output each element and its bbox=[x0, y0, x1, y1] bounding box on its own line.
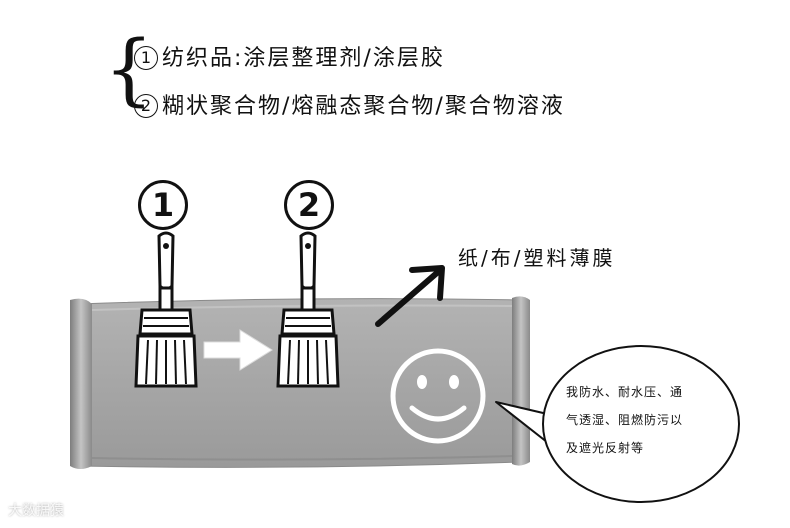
paint-brush-icon bbox=[276, 231, 340, 388]
bubble-line-3: 及遮光反射等 bbox=[566, 441, 645, 455]
legend-text-2: 糊状聚合物/熔融态聚合物/聚合物溶液 bbox=[162, 94, 565, 119]
substrate-label: 纸/布/塑料薄膜 bbox=[458, 246, 616, 270]
watermark: 大数据猿 bbox=[8, 503, 64, 519]
substrate-left-roll bbox=[70, 298, 92, 469]
speech-bubble-text: 我防水、耐水压、通 气透湿、阻燃防污以 及遮光反射等 bbox=[566, 378, 716, 462]
legend-number-1: 1 bbox=[134, 46, 158, 70]
legend-number-2: 2 bbox=[134, 94, 158, 118]
bubble-line-1: 我防水、耐水压、通 bbox=[566, 385, 684, 399]
bubble-line-2: 气透湿、阻燃防污以 bbox=[566, 413, 684, 427]
legend-text-1: 纺织品:涂层整理剂/涂层胶 bbox=[162, 46, 445, 71]
arrow-up-right-icon bbox=[375, 265, 445, 327]
paint-brush-icon bbox=[134, 231, 198, 388]
step-number-1: 1 bbox=[138, 180, 188, 230]
smiley-face-icon bbox=[390, 348, 486, 444]
speech-bubble-icon bbox=[495, 345, 740, 503]
arrow-right-icon bbox=[203, 329, 273, 371]
step-number-2: 2 bbox=[284, 180, 334, 230]
substrate-right-roll bbox=[512, 296, 530, 466]
